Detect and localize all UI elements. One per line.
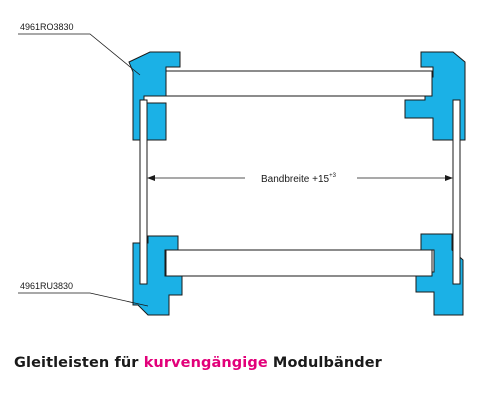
dimension-label: Bandbreite +15+3 [261,173,337,185]
left-belt-edge [139,99,148,285]
bottom-part-leader-line [18,292,149,307]
caption-text-end: Modulbänder [267,355,382,371]
dimension-arrow-left [147,175,155,181]
dimension-arrow-right [445,175,453,181]
bottom-part-number-label: 4961RU3830 [20,281,73,291]
top-belt-module [165,70,433,97]
figure-caption: Gleitleisten für kurvengängige Modulbänd… [14,355,382,371]
top-part-number-label: 4961RO3830 [20,22,74,32]
top-part-leader-line [18,33,141,76]
slide-rail-cross-section-diagram: Bandbreite +15+3 4961RO3830 4961RU3830 [18,22,466,316]
caption-highlight: kurvengängige [143,355,268,371]
bottom-right-guide-profile [415,233,464,316]
bottom-belt-module [165,249,433,277]
caption-text-start: Gleitleisten für [14,355,144,371]
right-belt-edge [452,99,461,285]
top-right-guide-profile [404,51,466,141]
